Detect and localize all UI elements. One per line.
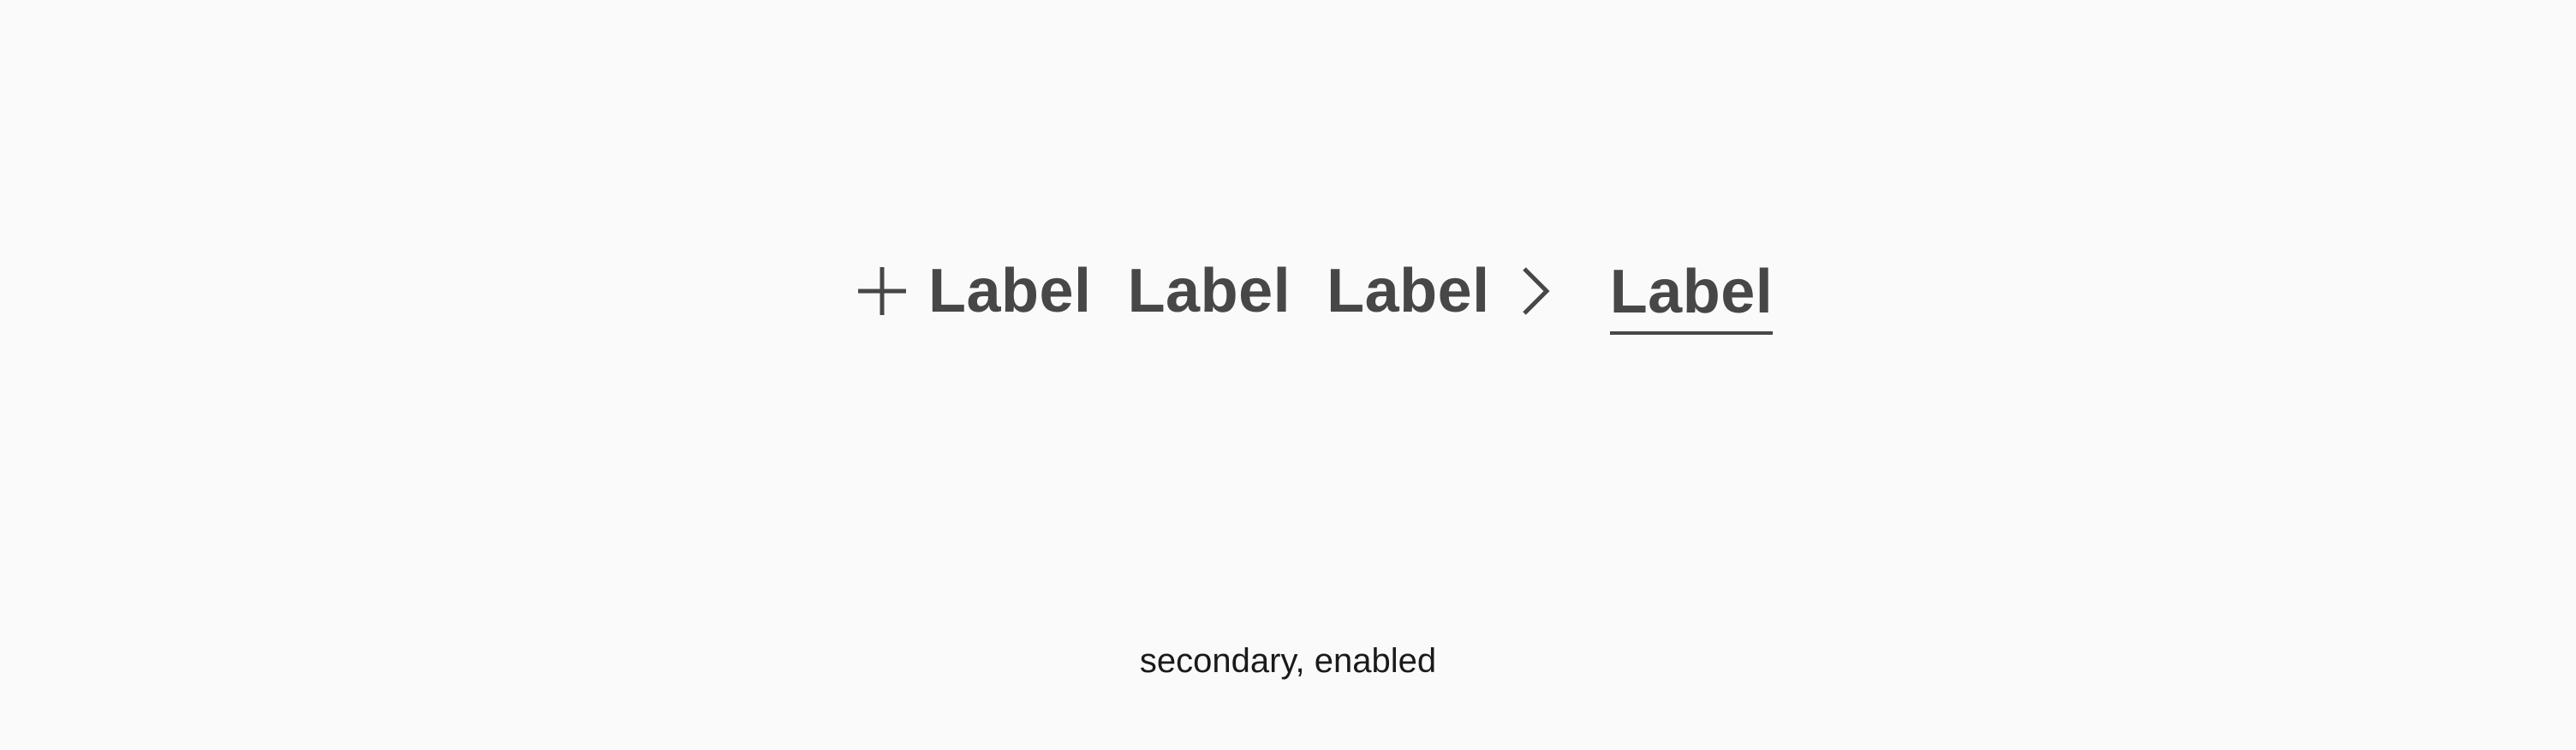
button-label: Label (1127, 257, 1291, 325)
button-label: Label (928, 257, 1092, 325)
plus-icon (856, 265, 908, 317)
label-button[interactable]: Label (1128, 260, 1291, 322)
label-button-with-chevron-icon[interactable]: Label (1327, 260, 1562, 322)
secondary-button-row: Label Label Label Label (856, 247, 1774, 335)
state-caption: secondary, enabled (1139, 642, 1437, 680)
button-label: Label (1609, 261, 1774, 335)
button-label: Label (1327, 257, 1490, 325)
label-button-with-plus-icon[interactable]: Label (856, 260, 1092, 322)
underlined-label-button[interactable]: Label (1609, 247, 1774, 335)
chevron-right-icon (1511, 265, 1562, 317)
